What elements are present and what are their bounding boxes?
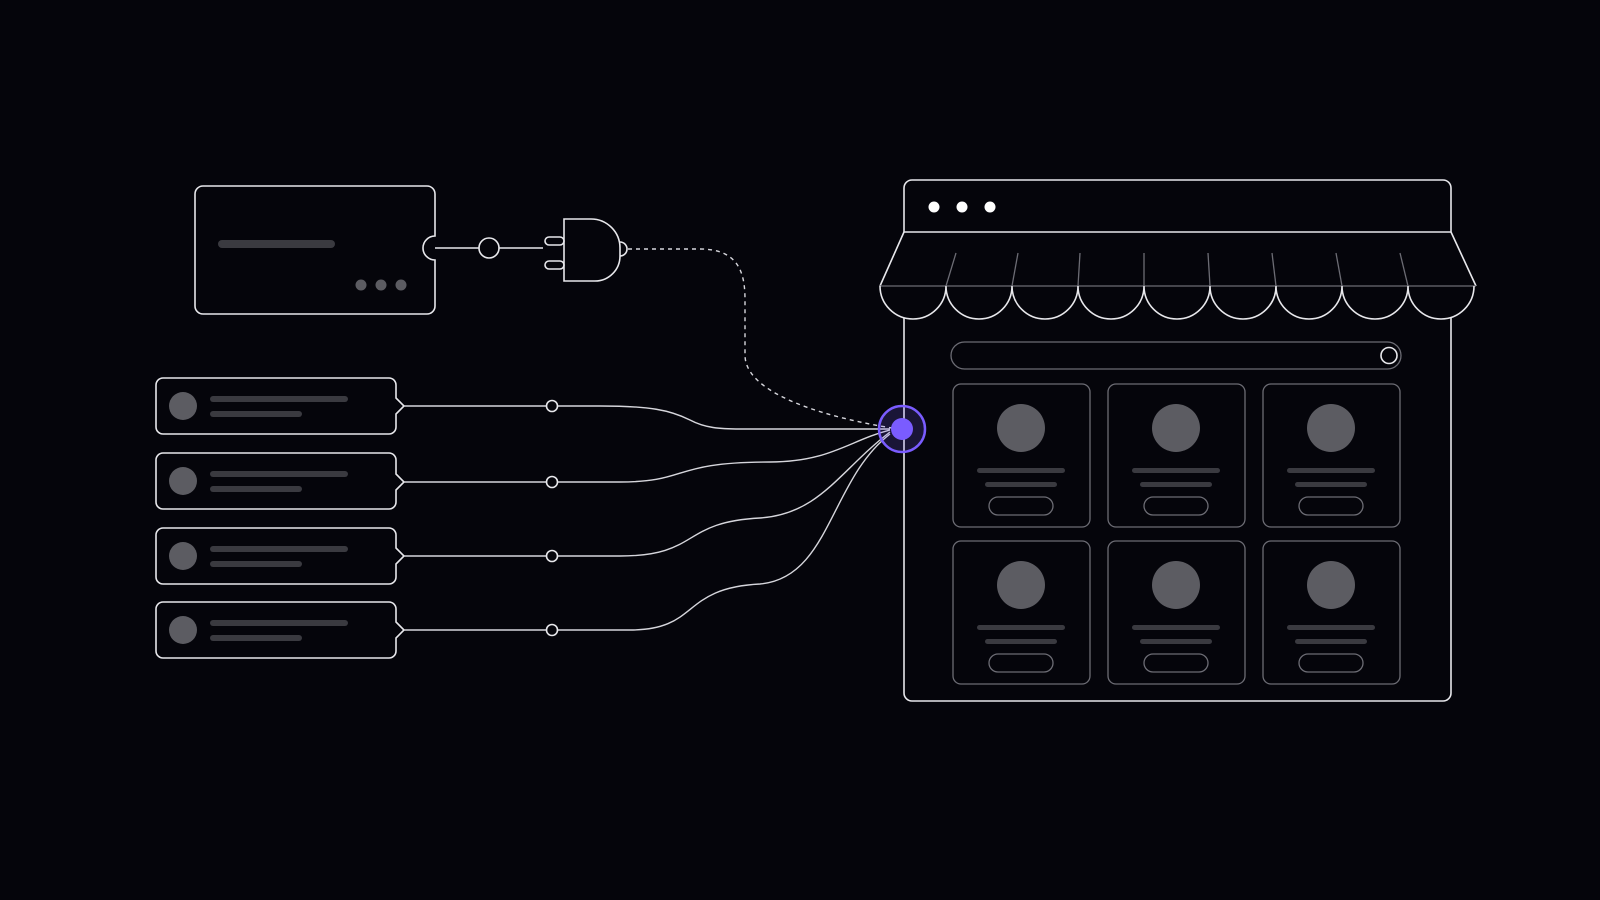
wire-node [545, 475, 559, 489]
storefront-body [903, 318, 1452, 702]
avatar-icon [169, 616, 197, 644]
menu-dot [395, 279, 407, 291]
wires [404, 399, 891, 637]
product-card[interactable] [1262, 383, 1401, 528]
list-item-outline [155, 601, 406, 659]
plug-prong [544, 236, 565, 246]
plug-connector [435, 218, 893, 429]
list-rows [155, 377, 406, 659]
wire-node [545, 623, 559, 637]
product-card[interactable] [1107, 383, 1246, 528]
search-icon[interactable] [1380, 346, 1398, 365]
source-card-menu-dots [355, 279, 407, 291]
wire [404, 431, 891, 557]
product-image [1152, 561, 1200, 609]
product-image [1152, 404, 1200, 452]
product-button[interactable] [1298, 653, 1364, 673]
list-item-title-bar [210, 546, 348, 552]
awning-scallops [879, 285, 1475, 320]
search-input[interactable] [950, 341, 1402, 370]
list-item-subtitle-bar [210, 635, 302, 641]
menu-dot [375, 279, 387, 291]
hub-ring [877, 404, 927, 454]
dashed-link [628, 248, 893, 429]
product-card[interactable] [952, 540, 1091, 685]
hub-core [891, 418, 913, 440]
source-card-title-bar [218, 240, 335, 248]
search-bar[interactable] [950, 341, 1402, 370]
product-card[interactable] [1262, 540, 1401, 685]
list-item-subtitle-bar [210, 411, 302, 417]
list-item-title-bar [210, 396, 348, 402]
plug-icon [544, 218, 628, 282]
list-item-subtitle-bar [210, 486, 302, 492]
awning-edge [1450, 231, 1477, 287]
source-card-outline [194, 185, 436, 315]
product-image [1307, 404, 1355, 452]
wire [404, 433, 891, 631]
product-button[interactable] [988, 496, 1054, 516]
product-card[interactable] [1107, 540, 1246, 685]
storefront [879, 179, 1477, 702]
list-item-subtitle-bar [210, 561, 302, 567]
source-card [194, 185, 436, 315]
list-item-outline [155, 377, 406, 435]
window-controls [928, 201, 996, 213]
avatar-icon [169, 542, 197, 570]
awning-stripes [945, 252, 1409, 287]
awning-edge [879, 231, 905, 287]
product-image [997, 404, 1045, 452]
menu-dot [355, 279, 367, 291]
plug-tip [619, 241, 628, 257]
list-item-title-bar [210, 620, 348, 626]
wire [404, 405, 890, 430]
product-card[interactable] [952, 383, 1091, 528]
list-item [155, 601, 406, 659]
product-button[interactable] [1143, 496, 1209, 516]
window-dot [956, 201, 968, 213]
plug-body [563, 218, 621, 282]
awning [879, 231, 1477, 320]
product-button[interactable] [988, 653, 1054, 673]
window-dot [984, 201, 996, 213]
product-button[interactable] [1298, 496, 1364, 516]
product-image [997, 561, 1045, 609]
list-item-title-bar [210, 471, 348, 477]
connection-node-icon[interactable] [877, 404, 927, 454]
storefront-window-frame [903, 179, 1452, 232]
product-image [1307, 561, 1355, 609]
window-dot [928, 201, 940, 213]
list-item [155, 377, 406, 435]
wire [404, 429, 891, 483]
list-item [155, 527, 406, 585]
avatar-icon [169, 392, 197, 420]
wire-node [545, 549, 559, 563]
product-button[interactable] [1143, 653, 1209, 673]
wire-node [545, 399, 559, 413]
plug-prong [544, 260, 565, 270]
list-item [155, 452, 406, 510]
avatar-icon [169, 467, 197, 495]
list-item-outline [155, 527, 406, 585]
list-item-outline [155, 452, 406, 510]
product-grid [952, 383, 1401, 685]
connector-node [478, 237, 500, 259]
